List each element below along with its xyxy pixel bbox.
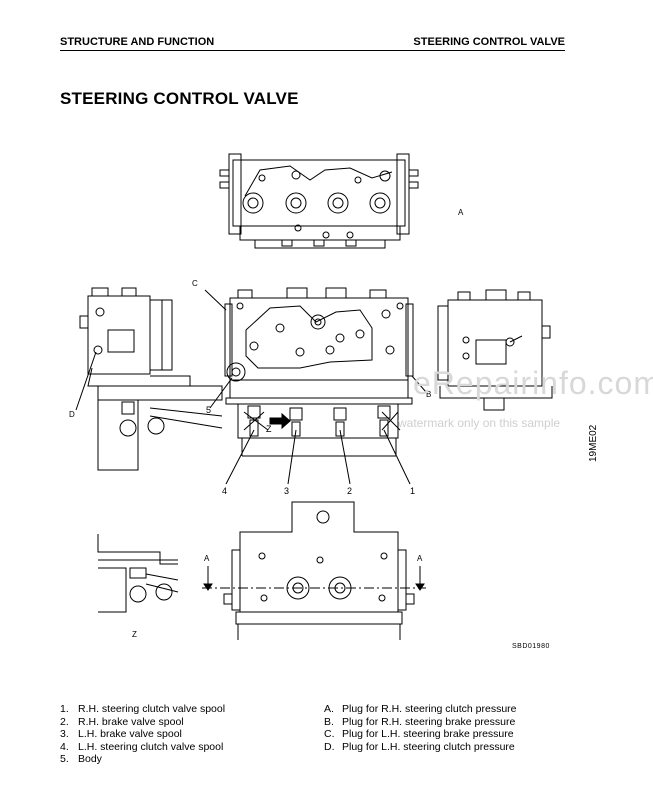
- z-view-label: Z: [132, 630, 137, 639]
- legend-parts: 1.R.H. steering clutch valve spool 2.R.H…: [60, 703, 225, 766]
- legend-plugs: A.Plug for R.H. steering clutch pressure…: [324, 703, 517, 753]
- page-title: STEERING CONTROL VALVE: [60, 89, 299, 108]
- watermark-main: eRepairinfo.com: [413, 365, 653, 401]
- callout-3: 3: [284, 486, 290, 496]
- legend-item: 2.R.H. brake valve spool: [60, 715, 184, 728]
- callout-4: 4: [222, 486, 228, 496]
- legend-item: 3.L.H. brake valve spool: [60, 728, 182, 740]
- drawing-code: SBD01980: [512, 643, 550, 650]
- legend-item: 4.L.H. steering clutch valve spool: [60, 740, 224, 753]
- side-code: 19ME02: [588, 424, 599, 462]
- section-view: [202, 501, 426, 640]
- section-a-right: A: [417, 554, 423, 563]
- callout-a: A: [458, 208, 464, 217]
- legend-item: B.Plug for R.H. steering brake pressure: [324, 715, 516, 728]
- right-side-view: [437, 289, 553, 411]
- legend-item: 1.R.H. steering clutch valve spool: [60, 703, 226, 715]
- top-view: [219, 153, 419, 249]
- callout-1: 1: [410, 486, 416, 496]
- callout-d: D: [69, 410, 75, 419]
- front-view: [204, 287, 427, 485]
- section-a-left: A: [204, 554, 210, 563]
- watermark-sub: watermark only on this sample: [398, 416, 561, 430]
- legend-item: D.Plug for L.H. steering clutch pressure: [324, 740, 515, 753]
- callout-2: 2: [347, 486, 353, 496]
- legend-item: A.Plug for R.H. steering clutch pressure: [324, 703, 517, 715]
- left-side-view: [75, 287, 223, 471]
- page-header: STRUCTURE AND FUNCTION STEERING CONTROL …: [60, 36, 565, 51]
- callout-c: C: [192, 279, 198, 288]
- legend-item: 5.Body: [60, 753, 102, 765]
- header-topic: STEERING CONTROL VALVE: [413, 36, 565, 48]
- z-view: [97, 534, 179, 613]
- callout-b: B: [426, 390, 432, 399]
- legend-item: C.Plug for L.H. steering brake pressure: [324, 728, 514, 740]
- header-section: STRUCTURE AND FUNCTION: [60, 36, 215, 48]
- callout-z-arrow: Z: [266, 424, 272, 434]
- callout-5: 5: [206, 405, 212, 415]
